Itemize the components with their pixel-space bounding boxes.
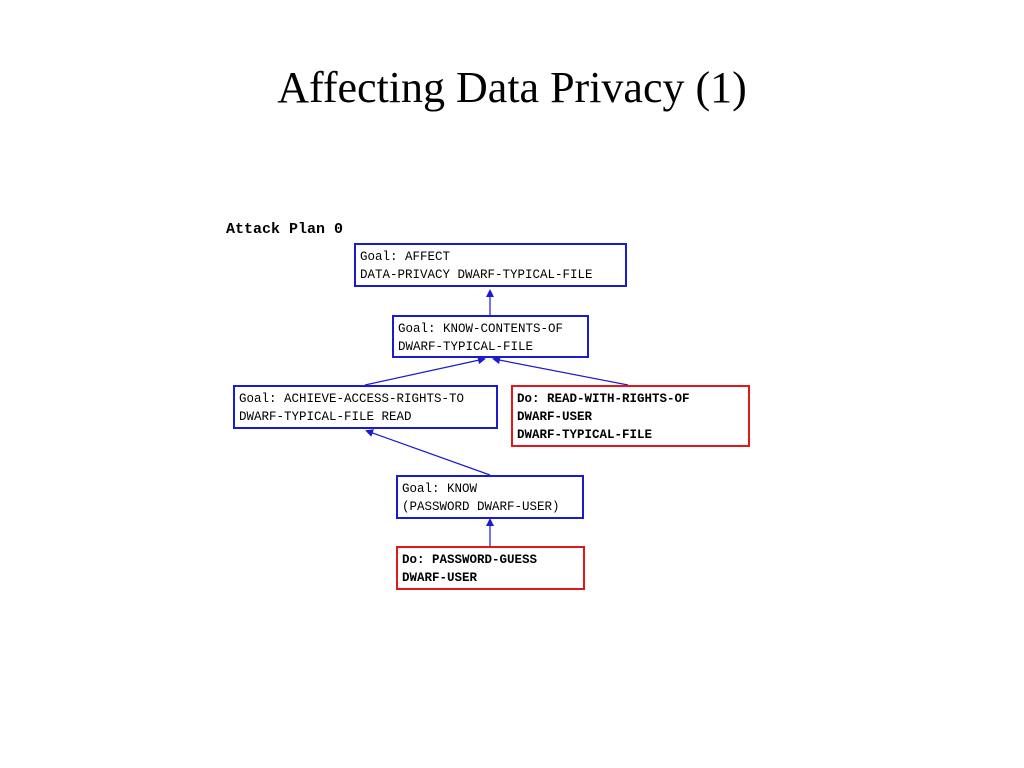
slide-title: Affecting Data Privacy (1) xyxy=(277,63,747,112)
node-do-password-guess-line1: Do: PASSWORD-GUESS xyxy=(402,553,538,567)
node-goal-achieve-access: Goal: ACHIEVE-ACCESS-RIGHTS-TO DWARF-TYP… xyxy=(233,385,498,429)
node-goal-know-contents-line1: Goal: KNOW-CONTENTS-OF xyxy=(398,322,564,336)
node-goal-know-password-line1: Goal: KNOW xyxy=(402,482,478,496)
edge-read-with-rights-to-know-contents xyxy=(492,356,629,386)
node-goal-affect-line1: Goal: AFFECT xyxy=(360,250,451,264)
node-goal-achieve-access-line1: Goal: ACHIEVE-ACCESS-RIGHTS-TO xyxy=(239,392,465,406)
edge-know-password-to-achieve-access xyxy=(365,429,491,476)
node-do-password-guess: Do: PASSWORD-GUESS DWARF-USER xyxy=(396,546,585,590)
attack-plan-label: Attack Plan 0 xyxy=(226,221,344,238)
node-goal-achieve-access-line2: DWARF-TYPICAL-FILE READ xyxy=(239,410,412,424)
node-goal-affect: Goal: AFFECT DATA-PRIVACY DWARF-TYPICAL-… xyxy=(354,243,627,287)
node-do-read-with-rights-line3: DWARF-TYPICAL-FILE xyxy=(517,428,653,442)
node-goal-know-contents: Goal: KNOW-CONTENTS-OF DWARF-TYPICAL-FIL… xyxy=(392,315,589,358)
edge-achieve-access-to-know-contents xyxy=(364,356,486,386)
node-goal-know-password: Goal: KNOW (PASSWORD DWARF-USER) xyxy=(396,475,584,519)
node-goal-know-password-line2: (PASSWORD DWARF-USER) xyxy=(402,500,560,514)
node-do-read-with-rights-line2: DWARF-USER xyxy=(517,410,593,424)
node-do-password-guess-line2: DWARF-USER xyxy=(402,571,478,585)
node-do-read-with-rights-line1: Do: READ-WITH-RIGHTS-OF xyxy=(517,392,690,406)
node-do-read-with-rights: Do: READ-WITH-RIGHTS-OF DWARF-USER DWARF… xyxy=(511,385,750,447)
node-goal-know-contents-line2: DWARF-TYPICAL-FILE xyxy=(398,340,534,354)
node-goal-affect-line2: DATA-PRIVACY DWARF-TYPICAL-FILE xyxy=(360,268,593,282)
